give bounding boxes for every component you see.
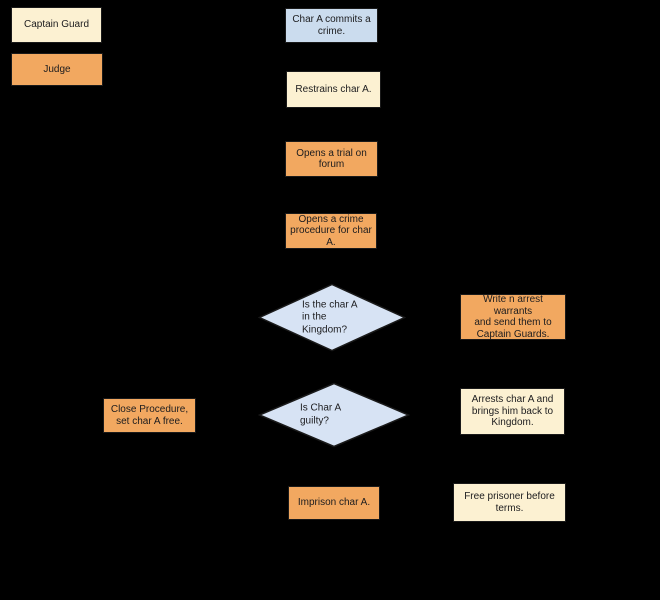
node-opens-trial-on-forum: Opens a trial on forum [285, 141, 378, 177]
node-close-procedure: Close Procedure, set char A free. [103, 398, 196, 433]
decision-char-guilty: Is Char A guilty? [258, 382, 410, 448]
node-restrains-char-a-label: Restrains char A. [295, 83, 372, 95]
node-imprison-char-a: Imprison char A. [288, 486, 380, 520]
node-write-arrest-warrants-label: Write n arrest warrants and send them to… [474, 294, 552, 340]
node-close-procedure-label: Close Procedure, set char A free. [110, 404, 189, 427]
node-arrests-char-a-label: Arrests char A and brings him back to Ki… [471, 394, 554, 429]
node-opens-crime-procedure-label: Opens a crime procedure for char A. [290, 213, 372, 248]
decision-char-in-kingdom-label: Is the char A in the Kingdom? [302, 298, 358, 335]
decision-char-guilty-label: Is Char A guilty? [300, 402, 342, 427]
legend-captain-guard: Captain Guard [11, 7, 102, 43]
node-write-arrest-warrants: Write n arrest warrants and send them to… [460, 294, 566, 340]
diamond-shape [258, 283, 406, 352]
node-restrains-char-a: Restrains char A. [286, 71, 381, 108]
node-imprison-char-a-label: Imprison char A. [297, 497, 371, 509]
legend-judge-label: Judge [43, 63, 71, 75]
node-opens-trial-on-forum-label: Opens a trial on forum [296, 147, 367, 171]
node-opens-crime-procedure: Opens a crime procedure for char A. [285, 213, 377, 249]
node-char-a-commits-crime: Char A commits a crime. [285, 8, 378, 43]
node-char-a-commits-crime-label: Char A commits a crime. [292, 14, 371, 37]
node-free-prisoner-label: Free prisoner before terms. [464, 491, 555, 514]
diamond-shape [258, 382, 410, 448]
legend-judge: Judge [11, 53, 103, 86]
node-free-prisoner: Free prisoner before terms. [453, 483, 566, 522]
decision-char-in-kingdom: Is the char A in the Kingdom? [258, 283, 406, 352]
legend-captain-guard-label: Captain Guard [23, 19, 90, 31]
node-arrests-char-a: Arrests char A and brings him back to Ki… [460, 388, 565, 435]
